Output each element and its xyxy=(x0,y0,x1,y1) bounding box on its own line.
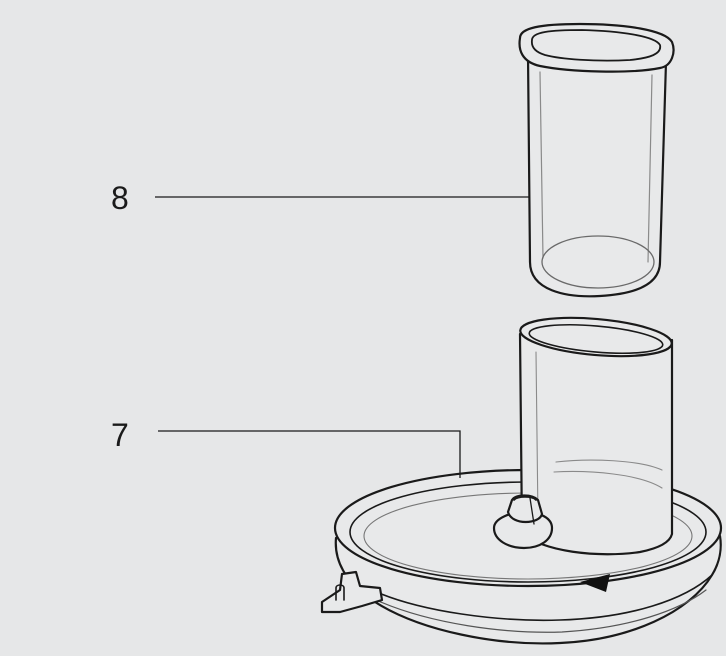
pusher-inner-wall-left xyxy=(539,71,544,259)
lid-hub-spindle-top xyxy=(513,496,537,501)
pusher-rim-opening xyxy=(530,29,662,62)
pusher-inner-wall-right xyxy=(647,74,653,263)
lid-hub-flat xyxy=(529,497,535,525)
feed-tube-inner-curve-2 xyxy=(553,470,663,489)
leader-line-7 xyxy=(158,430,461,478)
lid-skirt-band xyxy=(371,574,713,622)
callout-number-8: 8 xyxy=(111,180,129,216)
feed-tube-inner-wall xyxy=(535,351,539,521)
pusher-body xyxy=(526,53,668,298)
black-triangle-arrow-icon xyxy=(580,574,610,592)
callout-number-7: 7 xyxy=(111,417,129,453)
feed-tube-opening xyxy=(528,323,664,355)
lid-with-feed-tube xyxy=(320,316,723,645)
feed-tube-inner-curve-1 xyxy=(555,459,663,471)
lid-latch-pin xyxy=(335,584,345,601)
pusher-insert xyxy=(518,22,675,298)
lid-skirt-band-lower xyxy=(375,589,707,633)
pusher-bottom-ellipse xyxy=(541,235,655,289)
lid-hub-spindle xyxy=(506,494,544,524)
lid-latch xyxy=(320,570,384,614)
